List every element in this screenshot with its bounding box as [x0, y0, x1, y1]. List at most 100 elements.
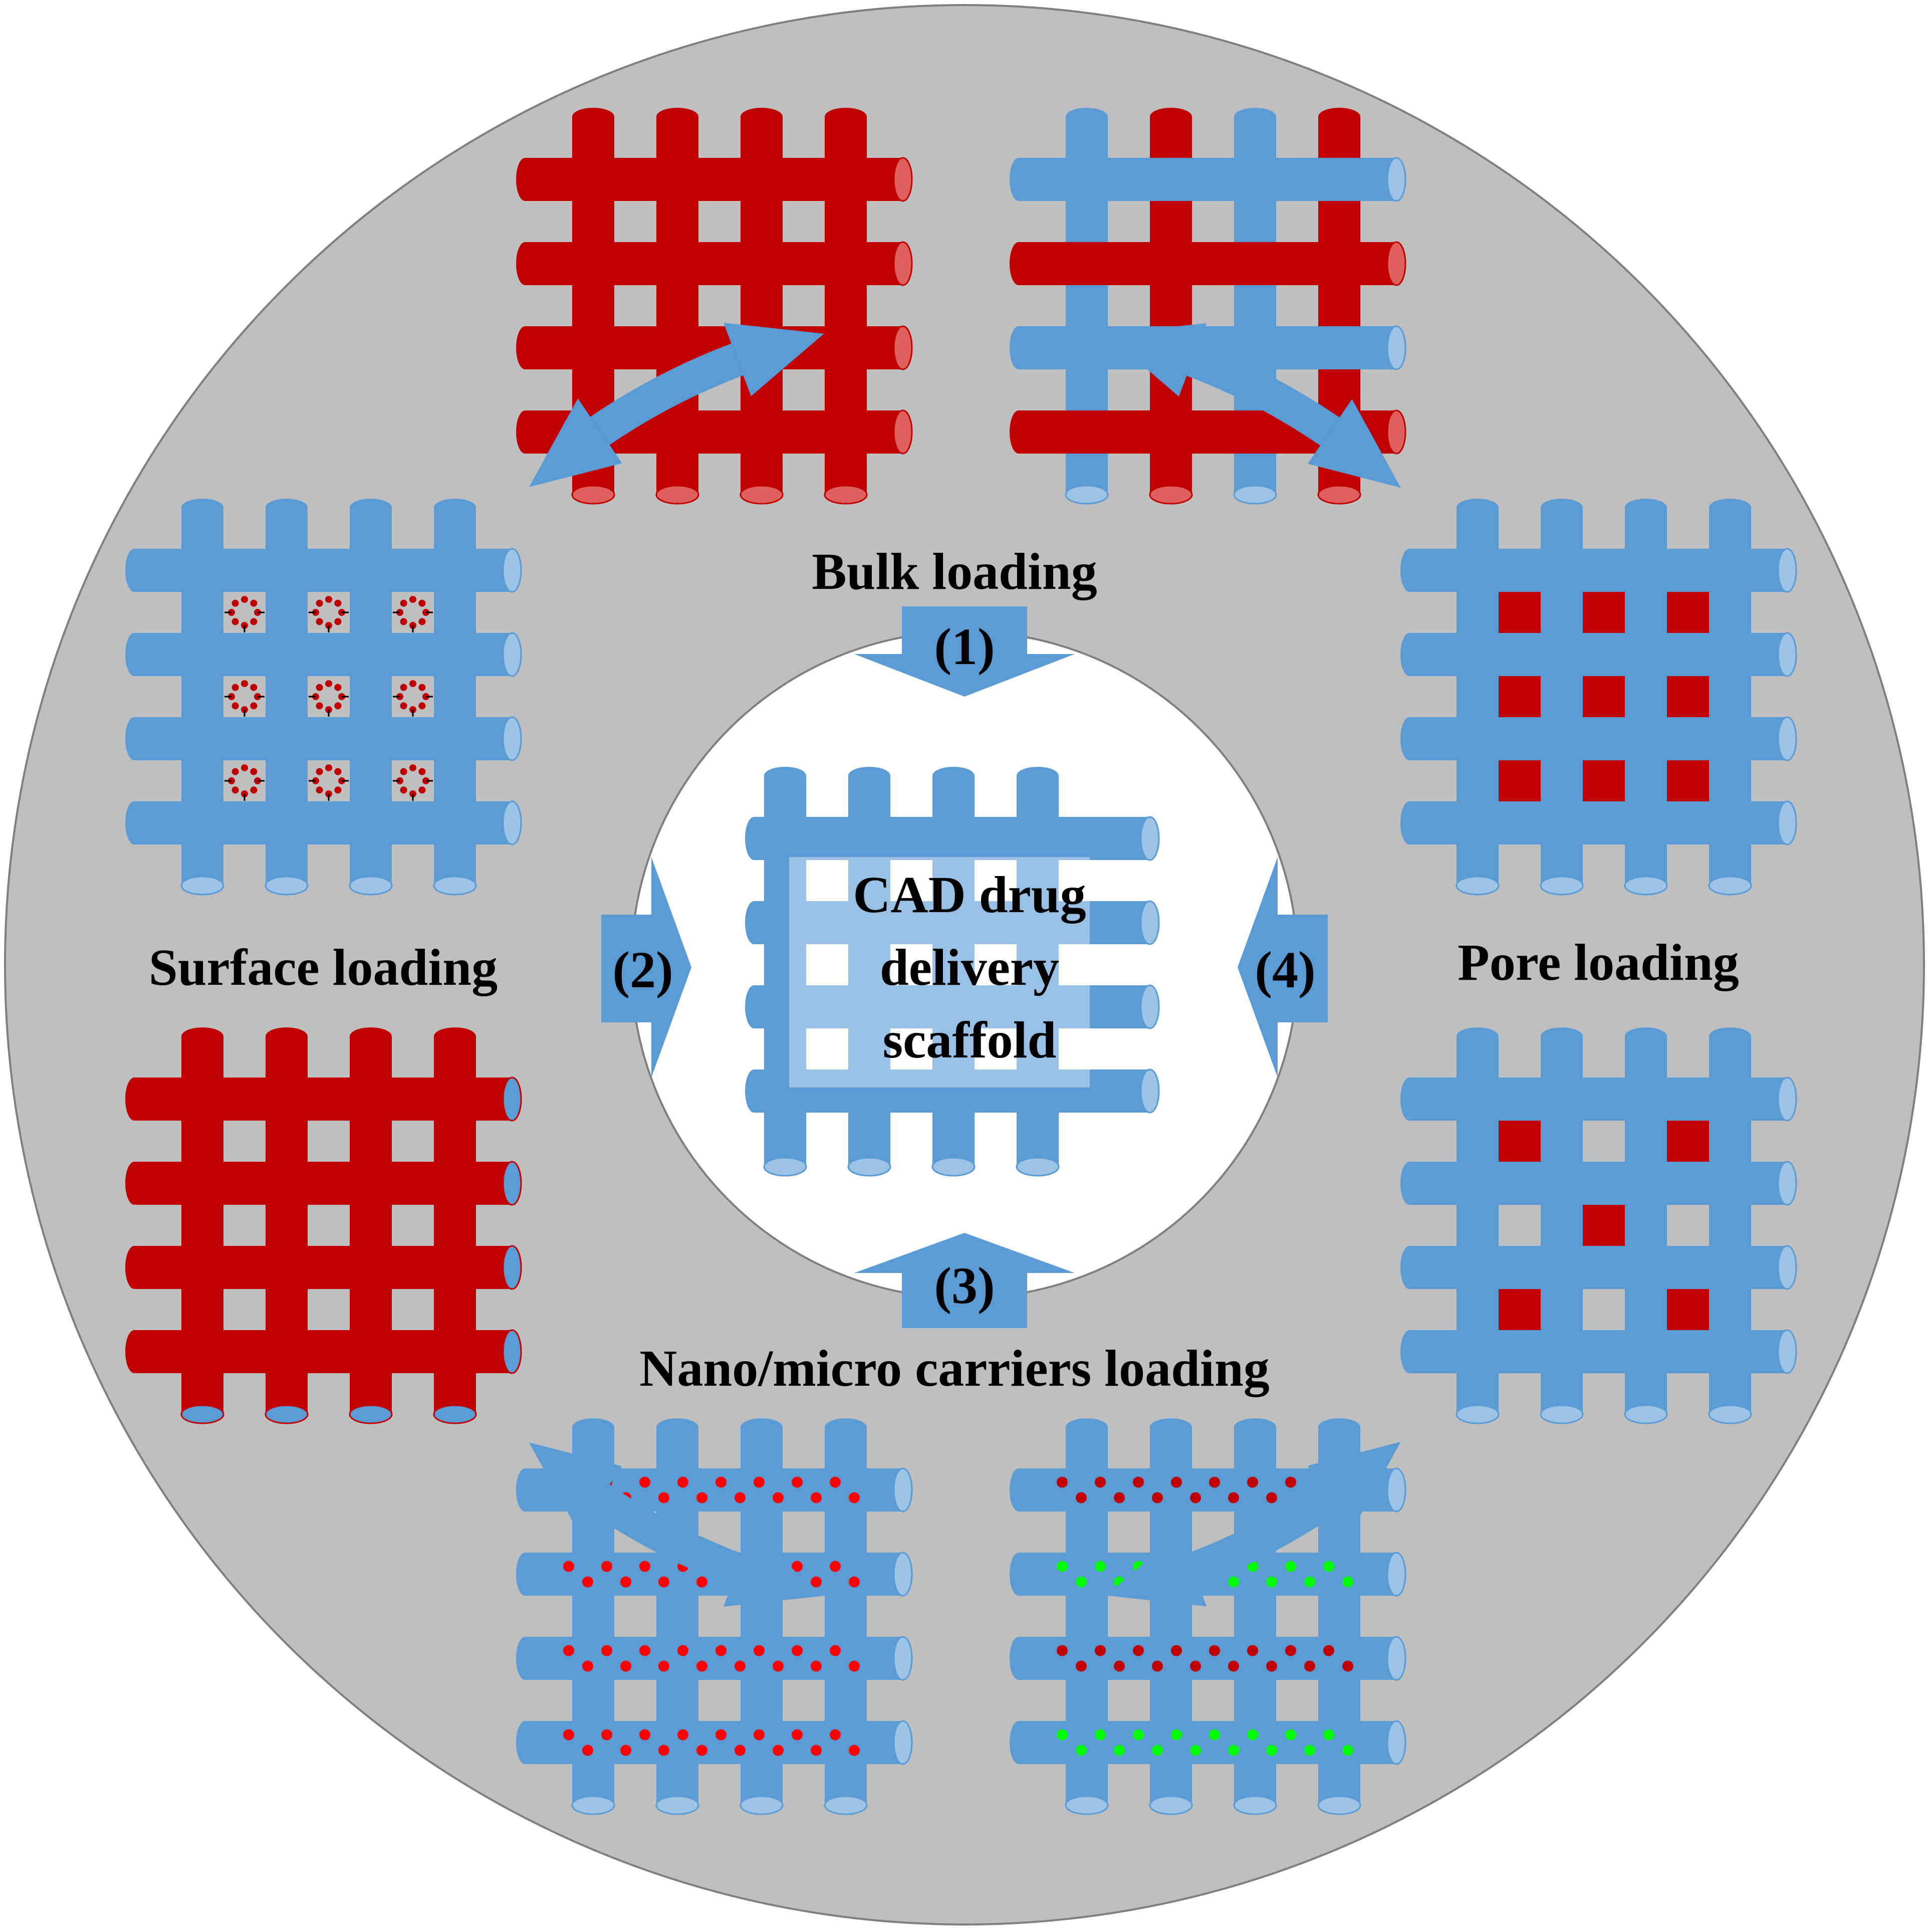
carrier-dot: [601, 1645, 612, 1656]
carrier-dot: [792, 1476, 803, 1488]
carrier-dot: [1133, 1729, 1144, 1741]
vertical-fiber-1-top-cap: [1066, 108, 1108, 126]
center-horizontal-cap: [745, 817, 763, 860]
carrier-dot: [1133, 1645, 1144, 1656]
horizontal-fiber-3-left-cap: [125, 1246, 143, 1289]
scaffold-dots-red-green: [1010, 1418, 1406, 1815]
horizontal-fiber-3-end: [502, 1245, 522, 1290]
carrier-dot: [639, 1476, 650, 1488]
vertical-fiber-3-top-cap: [350, 1027, 392, 1045]
horizontal-fiber-4-left-cap: [125, 801, 143, 844]
surface-molecule: [400, 702, 407, 710]
pore-fill: [1499, 676, 1541, 717]
horizontal-fiber-2-end: [1386, 1552, 1406, 1597]
center-horizontal-fiber: [754, 1069, 1150, 1113]
carrier-dot: [830, 1476, 841, 1488]
carrier-dot: [696, 1745, 707, 1756]
vertical-fiber-4-top-cap: [434, 1027, 476, 1045]
horizontal-fiber-4-body: [134, 1330, 512, 1373]
carrier-dot: [1266, 1492, 1277, 1504]
horizontal-fiber-4-left-cap: [1010, 1721, 1028, 1764]
horizontal-fiber-2-end: [502, 632, 522, 677]
center-vertical-cap: [1017, 767, 1059, 785]
vertical-fiber-3-top-cap: [350, 499, 392, 517]
surface-loading-label: Surface loading: [149, 939, 498, 996]
surface-molecule: [400, 684, 407, 691]
carrier-dot: [1095, 1729, 1106, 1741]
surface-molecule: [325, 596, 332, 603]
carrier-dot: [1057, 1476, 1068, 1488]
surface-molecule: [231, 599, 239, 607]
carrier-dot: [620, 1576, 631, 1588]
horizontal-fiber-2-left-cap: [516, 242, 534, 285]
horizontal-fiber-3-end: [893, 325, 913, 370]
vertical-fiber-2-top-cap: [656, 1418, 698, 1436]
horizontal-fiber-2-body: [525, 242, 903, 285]
carrier-dot: [620, 1745, 631, 1756]
horizontal-fiber-4-end: [1777, 800, 1797, 845]
surface-molecule: [316, 599, 323, 607]
curved-arrow-top-left-head: [529, 398, 622, 487]
vertical-fiber-1-end: [571, 485, 615, 505]
center-horizontal-end: [1140, 984, 1160, 1029]
carrier-dot: [849, 1660, 860, 1672]
horizontal-fiber-1-end: [502, 548, 522, 593]
carrier-dot: [811, 1576, 822, 1588]
vertical-fiber-3-end: [740, 485, 784, 505]
vertical-fiber-4-end: [1708, 1404, 1752, 1424]
vertical-fiber-3-end: [1624, 876, 1668, 896]
curved-arrow-top-right-shaft: [1186, 344, 1340, 446]
vertical-fiber-2-top-cap: [1541, 499, 1583, 517]
carrier-dot: [735, 1660, 746, 1672]
carrier-dot: [601, 1561, 612, 1572]
carrier-dot: [849, 1745, 860, 1756]
carrier-dot: [563, 1561, 574, 1572]
curved-arrow-bottom-right-shaft: [1186, 1484, 1340, 1586]
surface-molecule: [334, 768, 342, 775]
vertical-fiber-1-end: [1065, 485, 1109, 505]
carrier-dot: [1323, 1561, 1334, 1572]
carrier-dot: [1057, 1729, 1068, 1741]
carrier-dot: [1342, 1576, 1353, 1588]
carrier-dot: [754, 1729, 765, 1741]
vertical-fiber-2-end: [655, 485, 699, 505]
horizontal-fiber-4-body: [134, 801, 512, 844]
carrier-dot: [1114, 1660, 1125, 1672]
curved-arrow-top-right-head: [1308, 399, 1401, 488]
carrier-dot: [696, 1576, 707, 1588]
vertical-fiber-4-end: [1317, 1795, 1361, 1815]
surface-molecule: [418, 768, 426, 775]
carrier-dot: [677, 1729, 688, 1741]
carrier-dot: [582, 1660, 593, 1672]
horizontal-fiber-1-end: [1777, 1077, 1797, 1122]
carrier-dot: [582, 1576, 593, 1588]
carrier-dot: [754, 1476, 765, 1488]
vertical-fiber-3-end: [349, 876, 393, 896]
carrier-dot: [735, 1745, 746, 1756]
surface-molecule: [400, 768, 407, 775]
horizontal-fiber-4-left-cap: [516, 1721, 534, 1764]
surface-molecule: [250, 599, 258, 607]
vertical-fiber-3-top-cap: [1625, 1027, 1667, 1045]
carrier-dot: [715, 1645, 727, 1656]
vertical-fiber-1-top-cap: [181, 1027, 223, 1045]
pore-fill: [1499, 1289, 1541, 1330]
vertical-fiber-1-end: [571, 1795, 615, 1815]
horizontal-fiber-2-left-cap: [1400, 1162, 1418, 1205]
vertical-fiber-4-end: [824, 1795, 868, 1815]
horizontal-fiber-3-body: [1409, 717, 1787, 760]
center-horizontal-fiber: [754, 817, 1150, 860]
carrier-dot: [773, 1660, 784, 1672]
horizontal-fiber-3-left-cap: [516, 1637, 534, 1680]
step-3-arrow: [854, 1233, 1075, 1328]
carrier-dot: [1209, 1645, 1220, 1656]
carrier-dot: [1209, 1476, 1220, 1488]
vertical-fiber-3-end: [1233, 1795, 1277, 1815]
surface-molecule: [316, 618, 323, 625]
horizontal-fiber-2-body: [134, 633, 512, 676]
carrier-dot: [1266, 1576, 1277, 1588]
horizontal-fiber-2-body: [134, 1162, 512, 1205]
horizontal-fiber-1-body: [1409, 1078, 1787, 1121]
vertical-fiber-3-top-cap: [741, 108, 783, 126]
